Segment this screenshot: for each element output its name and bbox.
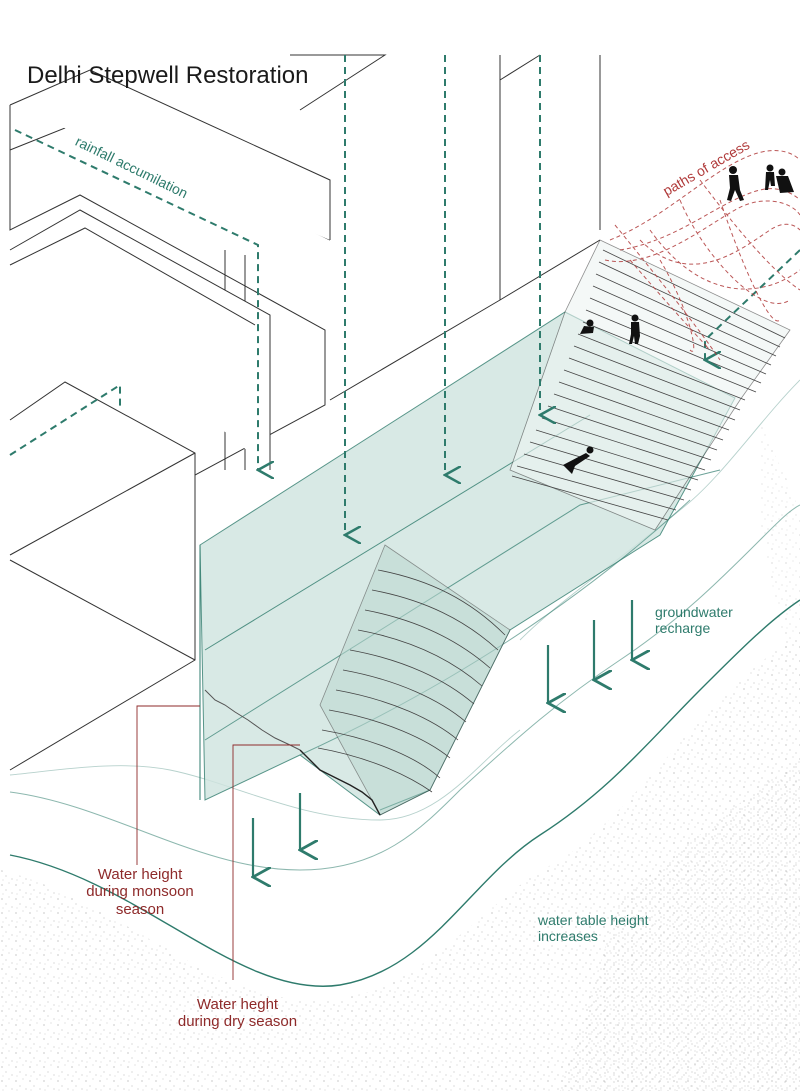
- dry-water-height-label: Water heght during dry season: [160, 996, 315, 1031]
- groundwater-line-2: recharge: [655, 620, 733, 636]
- monsoon-line-1: Water height: [70, 866, 210, 883]
- monsoon-water-height-label: Water height during monsoon season: [70, 866, 210, 918]
- monsoon-line-3: season: [70, 901, 210, 918]
- monsoon-line-2: during monsoon: [70, 883, 210, 900]
- person-walking-2: [765, 165, 775, 191]
- water-table-line-1: water table height: [538, 912, 649, 928]
- page-title: Delhi Stepwell Restoration: [27, 62, 308, 90]
- water-table-label: water table height increases: [538, 912, 649, 944]
- groundwater-recharge-label: groundwater recharge: [655, 604, 733, 636]
- water-table-line-2: increases: [538, 928, 649, 944]
- person-walking-1: [727, 166, 744, 201]
- groundwater-line-1: groundwater: [655, 604, 733, 620]
- dry-line-1: Water heght: [160, 996, 315, 1013]
- dry-line-2: during dry season: [160, 1013, 315, 1030]
